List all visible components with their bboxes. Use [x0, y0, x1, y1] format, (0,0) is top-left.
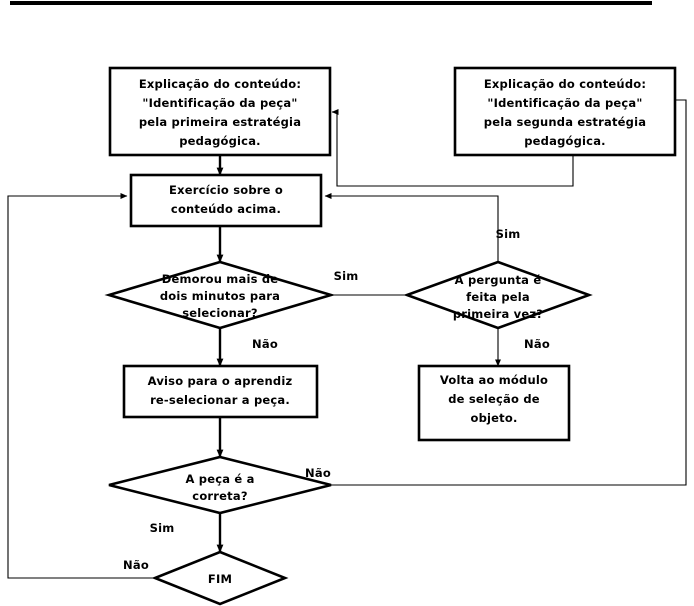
edge-label-fim-nao: Não	[123, 558, 149, 572]
explicacao-primeira-line-3: pela primeira estratégia	[139, 115, 301, 129]
edge-explicacao-segunda-loop-seg1	[336, 112, 574, 187]
peca-correta-line-1: A peça é a	[185, 472, 254, 486]
node-explicacao-segunda[interactable]: Explicação do conteúdo: "Identificação d…	[453, 66, 677, 157]
edge-pergunta-sim-to-exercicio	[324, 193, 499, 262]
aviso-line-1: Aviso para o aprendiz	[148, 374, 293, 388]
demorou-line-2: dois minutos para	[160, 289, 280, 303]
exercicio-line-2: conteúdo acima.	[171, 202, 281, 216]
edge-label-pergunta-nao: Não	[524, 337, 550, 351]
peca-correta-diamond	[108, 455, 332, 515]
explicacao-primeira-line-2: "Identificação da peça"	[142, 96, 297, 110]
node-exercicio[interactable]: Exercício sobre o conteúdo acima.	[129, 173, 323, 228]
edge-label-demorou-nao: Não	[252, 337, 278, 351]
explicacao-segunda-line-1: Explicação do conteúdo:	[484, 77, 646, 91]
exercicio-line-1: Exercício sobre o	[169, 183, 283, 197]
volta-modulo-box	[417, 364, 571, 442]
explicacao-segunda-box	[453, 66, 677, 157]
volta-modulo-line-1: Volta ao módulo	[440, 373, 548, 387]
node-fim[interactable]: FIM	[151, 550, 289, 606]
demorou-line-3: selecionar?	[182, 306, 258, 320]
aviso-line-2: re-selecionar a peça.	[150, 393, 290, 407]
explicacao-segunda-line-2: "Identificação da peça"	[487, 96, 642, 110]
pergunta-primeira-vez-line-1: A pergunta é	[455, 273, 542, 287]
explicacao-primeira-line-1: Explicação do conteúdo:	[139, 77, 301, 91]
edge-label-demorou-sim: Sim	[334, 269, 359, 283]
node-volta-modulo[interactable]: Volta ao módulo de seleção de objeto.	[417, 364, 571, 442]
pergunta-primeira-vez-line-3: primeira vez?	[453, 307, 543, 321]
volta-modulo-line-3: objeto.	[470, 411, 517, 425]
demorou-diamond	[104, 260, 336, 330]
edge-label-peca-nao: Não	[305, 466, 331, 480]
explicacao-segunda-line-4: pedagógica.	[524, 134, 605, 148]
explicacao-segunda-line-3: pela segunda estratégia	[484, 115, 646, 129]
explicacao-primeira-line-4: pedagógica.	[179, 134, 260, 148]
pergunta-primeira-vez-diamond	[403, 260, 593, 330]
node-aviso[interactable]: Aviso para o aprendiz re-selecionar a pe…	[122, 364, 319, 419]
edge-label-peca-sim: Sim	[150, 521, 175, 535]
node-peca-correta[interactable]: A peça é a correta?	[108, 455, 332, 515]
aviso-box	[122, 364, 319, 419]
fim-label: FIM	[208, 572, 232, 586]
exercicio-box	[129, 173, 323, 228]
volta-modulo-line-2: de seleção de	[448, 392, 540, 406]
edge-fim-nao-to-exercicio	[7, 193, 168, 579]
edge-label-pergunta-sim: Sim	[496, 227, 521, 241]
pergunta-primeira-vez-line-2: feita pela	[466, 290, 530, 304]
peca-correta-line-2: correta?	[192, 489, 247, 503]
node-pergunta-primeira-vez[interactable]: A pergunta é feita pela primeira vez?	[403, 260, 593, 330]
demorou-line-1: Demorou mais de	[162, 272, 279, 286]
node-demorou[interactable]: Demorou mais de dois minutos para seleci…	[104, 260, 336, 330]
explicacao-primeira-box	[108, 66, 332, 157]
fim-diamond	[151, 550, 289, 606]
node-explicacao-primeira[interactable]: Explicação do conteúdo: "Identificação d…	[108, 66, 332, 157]
